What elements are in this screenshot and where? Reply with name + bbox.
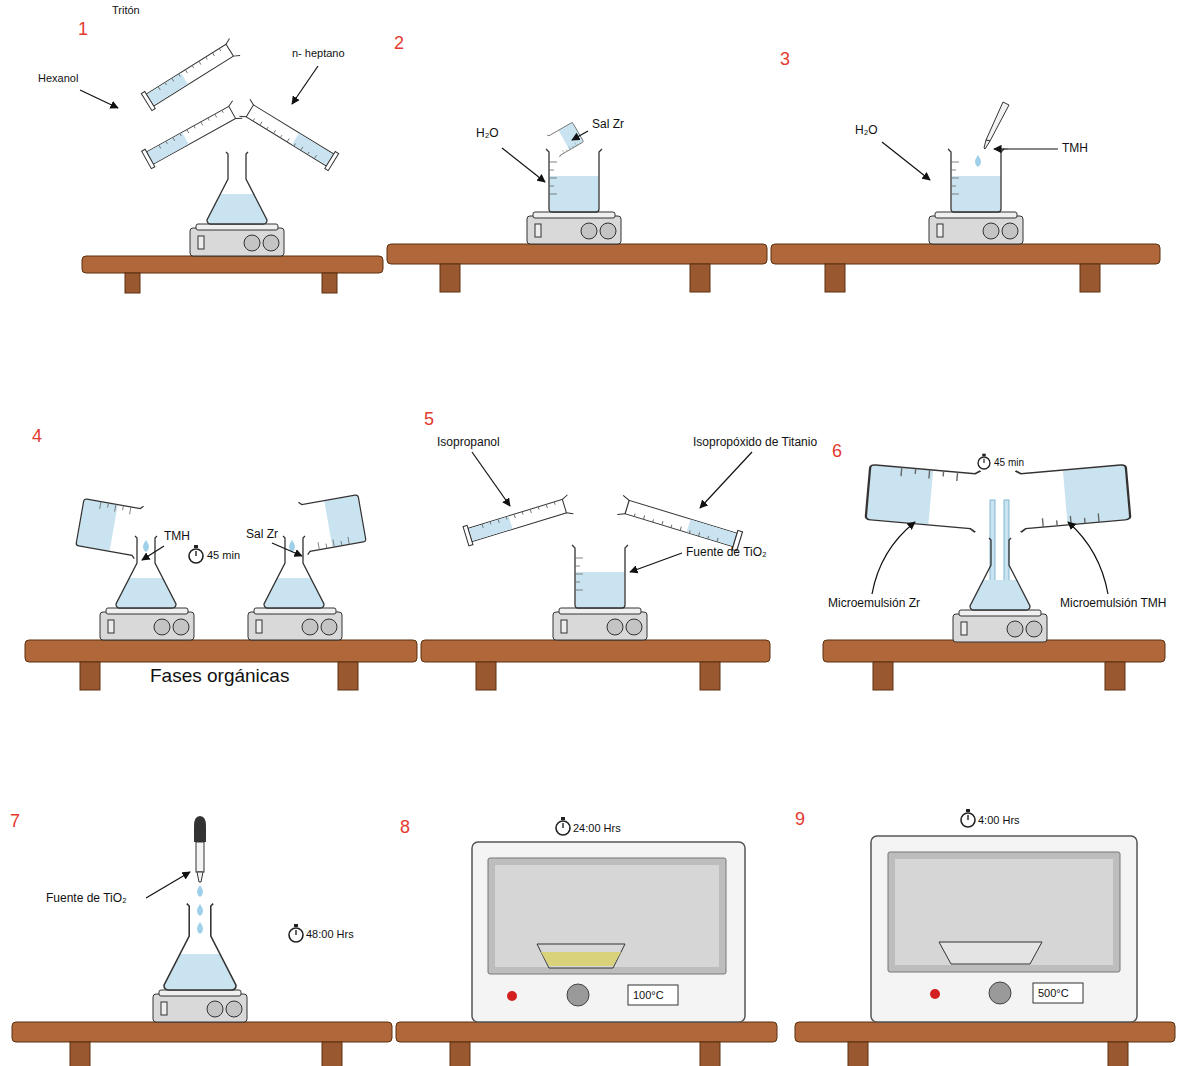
reagent-label: n- heptano — [292, 47, 345, 59]
temperature-display: 500°C — [1038, 987, 1069, 999]
reagent-label: Fuente de TiO₂ — [686, 546, 767, 559]
time-label: 45 min — [994, 457, 1024, 468]
reagent-label: H₂O — [855, 124, 878, 137]
reagent-label: TMH — [1062, 142, 1088, 155]
reagent-label: Fuente de TiO₂ — [46, 892, 127, 905]
time-label: 24:00 Hrs — [573, 822, 621, 834]
step-number: 6 — [832, 442, 842, 462]
reagent-label: H₂O — [476, 127, 499, 140]
reagent-label: Hexanol — [38, 72, 78, 84]
step-number: 3 — [780, 50, 790, 70]
reagent-label: Sal Zr — [592, 118, 624, 131]
reagent-label: Isopropóxido de Titanio — [693, 436, 817, 449]
temperature-display: 100°C — [633, 989, 664, 1001]
step-number: 1 — [78, 20, 88, 40]
reagent-label: Microemulsión TMH — [1060, 597, 1166, 610]
group-label: Fases orgánicas — [150, 666, 289, 687]
reagent-label: Sal Zr — [246, 528, 278, 541]
step-number: 8 — [400, 818, 410, 838]
reagent-label: TMH — [164, 530, 190, 543]
step-number: 5 — [424, 410, 434, 430]
step-number: 4 — [32, 427, 42, 447]
time-label: 45 min — [207, 549, 240, 561]
step-number: 9 — [795, 810, 805, 830]
step-number: 2 — [394, 34, 404, 54]
reagent-label: Microemulsión Zr — [828, 597, 920, 610]
time-label: 4:00 Hrs — [978, 814, 1020, 826]
reagent-label: Tritón — [112, 4, 140, 16]
time-label: 48:00 Hrs — [306, 928, 354, 940]
step-number: 7 — [10, 812, 20, 832]
reagent-label: Isopropanol — [437, 436, 500, 449]
